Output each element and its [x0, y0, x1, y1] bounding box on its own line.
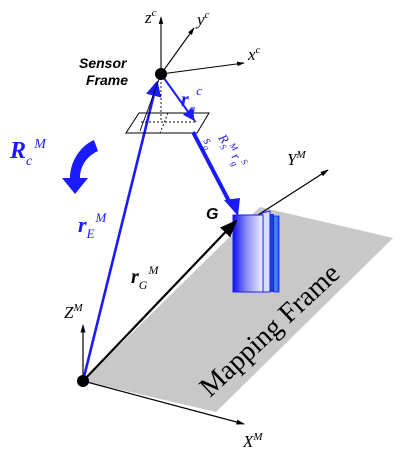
image-plane	[125, 112, 210, 134]
rotation-label: RcM	[9, 137, 47, 169]
vector-scaled-arrow-head	[224, 198, 240, 216]
sensor-frame-label-line2: Frame	[86, 72, 128, 88]
axis-xm-label: XM	[242, 431, 263, 451]
mapping-origin-dot	[77, 375, 89, 387]
axis-xc-label: xc	[247, 44, 261, 64]
point-g-label: G	[206, 206, 218, 223]
axis-zc-label: zc	[144, 7, 157, 27]
axis-zm-label: ZM	[64, 302, 83, 322]
axis-xc-line	[160, 61, 245, 75]
building-icon	[232, 210, 280, 293]
vector-rg-m-arrow	[82, 219, 238, 382]
vector-re-m-label: rEM	[78, 210, 108, 241]
axis-xm-line	[82, 380, 245, 425]
axis-yc-label: yc	[195, 9, 210, 29]
rotated-vector-label: RSMrgS	[213, 130, 251, 172]
pyramid-edge-left	[139, 73, 162, 132]
axis-ym-label: YM	[287, 149, 306, 169]
vector-scaled-arrow-shaft	[191, 131, 233, 206]
axis-ym-line	[257, 169, 329, 216]
vector-rg-m-label: rGM	[131, 263, 159, 292]
vector-rg-c-arrow	[160, 73, 195, 121]
vector-rg-c-label: rgc	[181, 83, 202, 116]
sensor-origin-dot	[155, 68, 167, 80]
image-plane-dashed-v	[159, 112, 169, 134]
vector-re-m-arrow	[81, 80, 162, 382]
mapping-plane	[83, 207, 393, 412]
axis-yc-line	[160, 27, 195, 75]
rotation-arrow-icon	[62, 140, 98, 194]
sensor-frame-label-line1: Sensor	[79, 55, 128, 71]
